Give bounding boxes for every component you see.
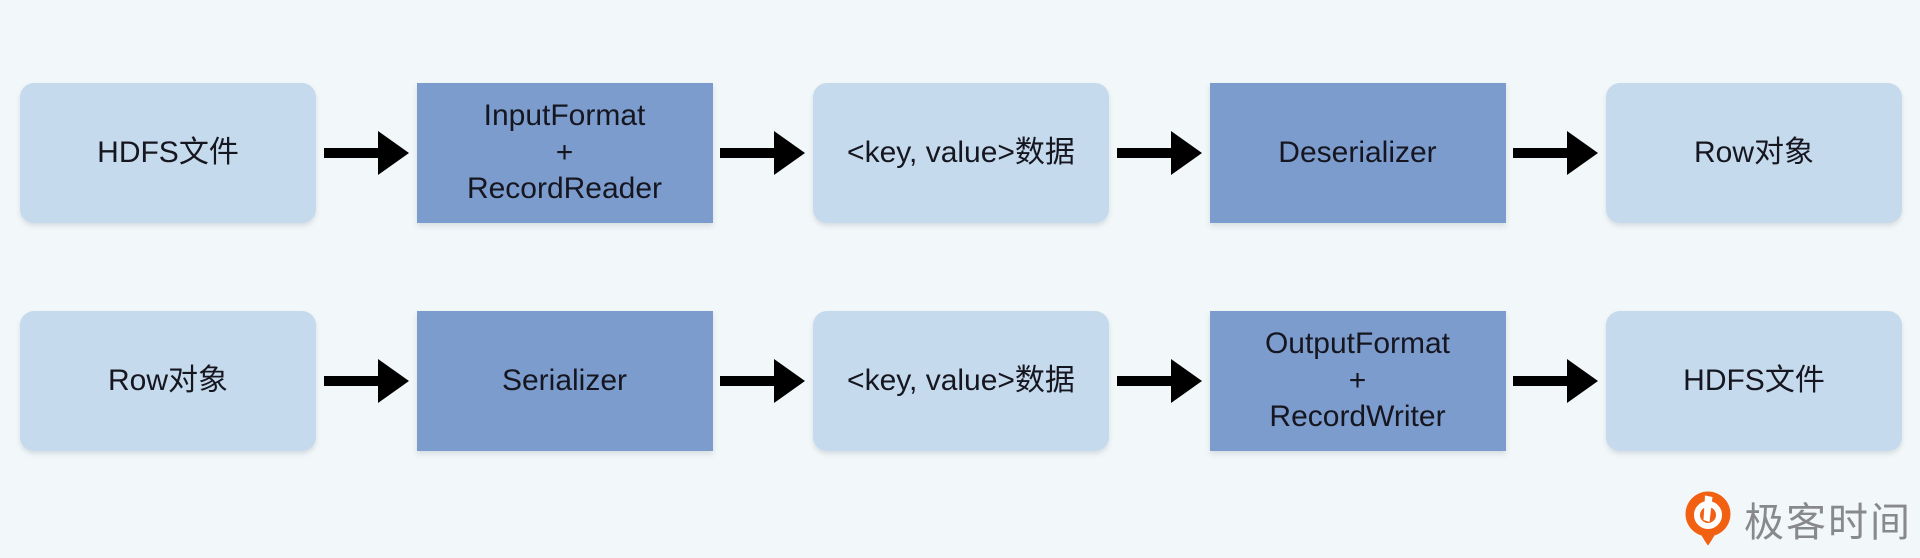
node-label: OutputFormat + RecordWriter: [1264, 327, 1451, 434]
arrow-right-icon: [713, 83, 814, 223]
arrow-right-icon: [316, 311, 417, 451]
node-label: Deserializer: [1278, 135, 1437, 169]
arrow-right-icon: [1506, 83, 1607, 223]
node-hdfs-file-source: HDFS文件: [20, 83, 316, 223]
node-inputformat-recordreader: InputFormat + RecordReader: [416, 83, 713, 223]
node-row-object-source: Row对象: [20, 311, 316, 451]
arrow-right-icon: [1109, 311, 1210, 451]
arrow-right-icon: [1506, 311, 1607, 451]
node-serializer: Serializer: [416, 311, 713, 451]
node-deserializer: Deserializer: [1209, 83, 1506, 223]
node-label: <key, value>数据: [847, 363, 1075, 397]
flow-row-deserialization: HDFS文件 InputFormat + RecordReader <key, …: [20, 83, 1902, 223]
node-key-value-data-write: <key, value>数据: [813, 311, 1109, 451]
arrow-right-icon: [713, 311, 814, 451]
flow-row-serialization: Row对象 Serializer <key, value>数据 OutputFo…: [20, 311, 1902, 451]
node-label: Row对象: [1693, 135, 1814, 169]
node-label: InputFormat + RecordReader: [466, 99, 663, 206]
node-label: Serializer: [501, 363, 628, 397]
geektime-logo: 极客时间: [1684, 490, 1912, 548]
node-label: HDFS文件: [1683, 363, 1825, 397]
geektime-pin-icon: [1685, 491, 1731, 546]
node-outputformat-recordwriter: OutputFormat + RecordWriter: [1209, 311, 1506, 451]
node-label: HDFS文件: [97, 135, 239, 169]
geektime-logo-text: 极客时间: [1744, 501, 1912, 545]
node-row-object-result: Row对象: [1606, 83, 1902, 223]
node-label: <key, value>数据: [847, 135, 1075, 169]
node-hdfs-file-result: HDFS文件: [1606, 311, 1902, 451]
arrow-right-icon: [316, 83, 417, 223]
node-key-value-data-read: <key, value>数据: [813, 83, 1109, 223]
arrow-right-icon: [1109, 83, 1210, 223]
node-label: Row对象: [107, 363, 228, 397]
